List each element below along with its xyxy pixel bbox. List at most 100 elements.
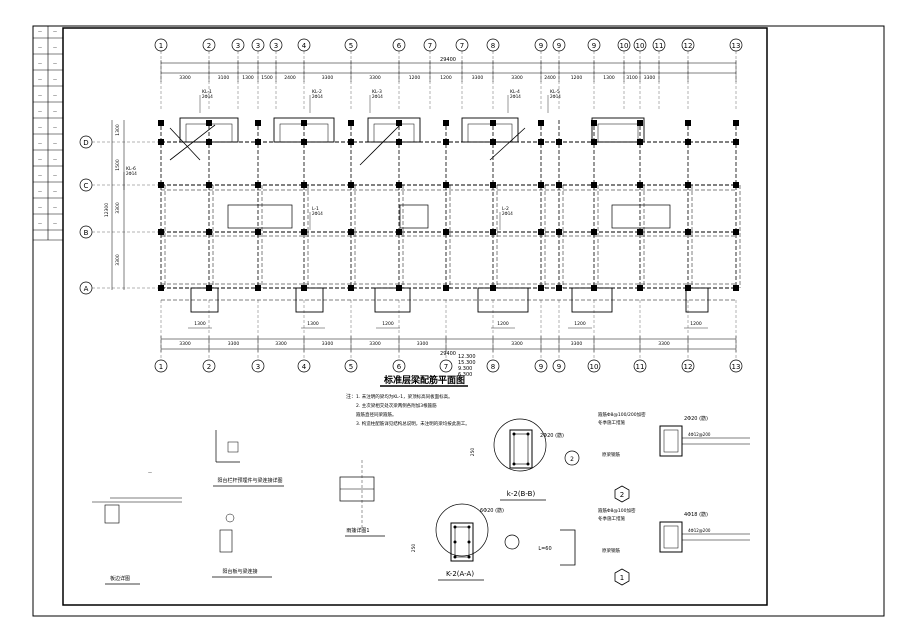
title-block-cell: — <box>53 221 57 226</box>
rebar <box>526 432 530 436</box>
column <box>490 139 496 145</box>
dimension-value: 3300 <box>472 75 484 81</box>
elevation-value: 6.300 <box>458 372 472 378</box>
column <box>591 229 597 235</box>
dimension-value: 3300 <box>658 341 670 347</box>
column-stirrup <box>454 526 470 558</box>
axis-bubble-bottom <box>729 359 743 373</box>
rebar <box>526 462 530 466</box>
dimension-value: 3300 <box>115 202 121 214</box>
section-callout <box>435 503 489 557</box>
detail-label: 4Φ12@200 <box>688 432 711 437</box>
column <box>733 139 739 145</box>
note-item: 3. 构造柱配筋详见结构总说明，未注明的梁均按此施工。 <box>356 420 470 427</box>
column <box>255 229 261 235</box>
axis-label-left: B <box>84 229 89 237</box>
rebar <box>453 555 457 559</box>
elevation-value: 15.300 <box>458 360 476 366</box>
beam-tag: 2Φ14 <box>312 211 323 216</box>
axis-bubble-bottom <box>534 359 548 373</box>
column <box>158 229 164 235</box>
dimension-value: 1300 <box>242 75 254 81</box>
beam-tag: KL-2 <box>312 89 322 95</box>
column <box>443 120 449 126</box>
dimension-value: 3300 <box>369 341 381 347</box>
balcony-inner <box>597 123 639 143</box>
hook-detail <box>560 529 576 566</box>
dimension-value: 3300 <box>179 75 191 81</box>
axis-label-bottom: 10 <box>590 363 599 371</box>
column <box>490 229 496 235</box>
column <box>685 139 691 145</box>
rebar <box>467 540 471 544</box>
detail-label: 箍筋Φ8@100加密 <box>598 507 636 514</box>
title-block-cell: — <box>53 77 57 82</box>
axis-label-top: 9 <box>592 42 596 50</box>
balcony-inner <box>373 123 415 143</box>
column <box>733 182 739 188</box>
column <box>348 229 354 235</box>
title-block-cell: — <box>38 109 42 114</box>
column <box>556 229 562 235</box>
column <box>556 285 562 291</box>
beam-tag: 2Φ14 <box>550 94 561 99</box>
axis-label-bottom: 9 <box>557 363 561 371</box>
dimension-value: 1500 <box>261 75 273 81</box>
axis-label-top: 2 <box>207 42 211 50</box>
column <box>591 120 597 126</box>
column <box>443 139 449 145</box>
stair-opening <box>227 204 293 229</box>
column <box>490 285 496 291</box>
title-block-cell: — <box>53 141 57 146</box>
axis-label-top: 3 <box>256 42 260 50</box>
dimension-value: 2400 <box>544 75 556 81</box>
dimension-value: 1300 <box>307 321 319 327</box>
rebar <box>512 462 516 466</box>
title-block-cell: — <box>38 29 42 34</box>
detail-label: 冬季施工措施 <box>598 419 625 426</box>
axis-label-top: 12 <box>684 42 693 50</box>
detail-note: — <box>148 470 152 475</box>
title-block-cell: — <box>38 77 42 82</box>
title-block-cell: — <box>53 109 57 114</box>
axis-bubble-bottom <box>633 359 647 373</box>
axis-bubble-bottom <box>202 359 216 373</box>
dimension-value: 3300 <box>644 75 656 81</box>
column <box>396 182 402 188</box>
dimension-value: 3300 <box>571 341 583 347</box>
title-block-cell: — <box>38 141 42 146</box>
axis-bubble-bottom <box>297 359 311 373</box>
axis-bubble-bottom <box>344 359 358 373</box>
detail-label: 4Φ12@200 <box>688 528 711 533</box>
axis-bubble-bottom <box>486 359 500 373</box>
axis-bubble-bottom <box>587 359 601 373</box>
detail-tag <box>564 450 580 466</box>
column <box>538 182 544 188</box>
elevation-value: 12.300 <box>458 354 476 360</box>
plan-title: 标准层梁配筋平面图 <box>383 374 465 386</box>
beam-tag: 2Φ14 <box>372 94 383 99</box>
slab-marker <box>169 127 201 161</box>
column <box>301 182 307 188</box>
axis-label-top: 5 <box>349 42 353 50</box>
column <box>637 120 643 126</box>
column <box>591 182 597 188</box>
rebar <box>512 432 516 436</box>
note-item: 2. 主次梁相交处次梁两侧各附加3根箍筋 <box>356 402 437 409</box>
detail-label: 2Φ20 (筋) <box>684 415 708 422</box>
title-block-cell: — <box>38 205 42 210</box>
axis-label-left: A <box>84 285 89 293</box>
detail-label: 原梁钢筋 <box>602 547 620 554</box>
detail-caption: 阳台板与梁连接 <box>222 568 257 575</box>
axis-label-bottom: 7 <box>444 363 448 371</box>
notes-header: 注： <box>346 393 356 400</box>
beam-tag: L-2 <box>502 206 509 212</box>
axis-label-bottom: 11 <box>636 363 645 371</box>
beam-detail <box>659 425 683 457</box>
dimension-value: 1200 <box>440 75 452 81</box>
title-block-cell: — <box>38 125 42 130</box>
axis-label-top: 3 <box>236 42 240 50</box>
detail-tag-label: 1 <box>620 574 624 582</box>
axis-label-top: 10 <box>620 42 629 50</box>
